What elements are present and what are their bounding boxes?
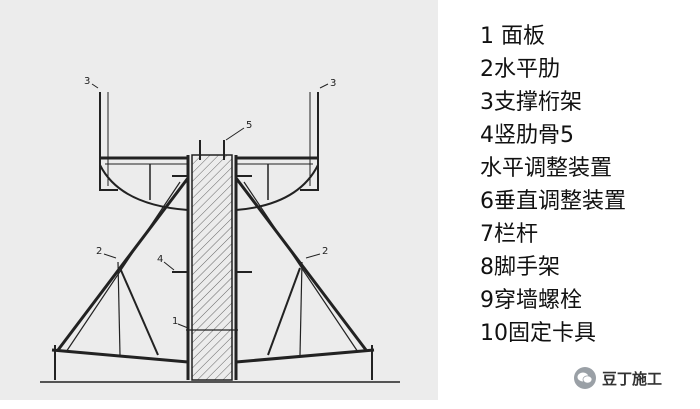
label-2-left: 2 [96, 246, 102, 257]
label-5: 5 [246, 120, 252, 131]
legend: 1 面板 2水平肋 3支撑桁架 4竖肋骨5 水平调整装置 6垂直调整装置 7栏杆… [480, 20, 700, 350]
bottom-beam-left [51, 348, 189, 364]
label-4: 4 [157, 254, 163, 265]
legend-line: 4竖肋骨5 [480, 123, 574, 148]
legend-line: 水平调整装置 [480, 156, 613, 181]
legend-line: 6垂直调整装置 [480, 189, 626, 214]
label-3-right: 3 [330, 78, 336, 89]
legend-line: 9穿墙螺栓 [480, 288, 582, 313]
strut-left-outer [56, 177, 190, 351]
watermark: 豆丁施工 [574, 364, 662, 392]
brace-curve-right [235, 164, 319, 211]
concrete-wall [191, 154, 233, 381]
railing-right [300, 92, 319, 191]
brace-curve-left [99, 164, 189, 211]
legend-line: 3支撑桁架 [480, 90, 582, 115]
bottom-beam-right [235, 348, 375, 364]
scaffold-diagram: 3 3 5 2 2 4 1 [0, 0, 438, 400]
legend-line: 7栏杆 [480, 222, 538, 247]
scaffold-drawing: 3 3 5 2 2 4 1 [40, 76, 400, 383]
wechat-icon [574, 367, 596, 389]
label-2-right: 2 [322, 246, 328, 257]
legend-line: 2水平肋 [480, 57, 560, 82]
strut-right-inner [243, 181, 359, 353]
legend-line: 1 面板 [480, 24, 545, 49]
label-3-left: 3 [84, 76, 90, 87]
legend-line: 8脚手架 [480, 255, 560, 280]
label-1: 1 [172, 316, 178, 327]
legend-line: 10固定卡具 [480, 321, 596, 346]
strut-left-inner [65, 181, 181, 353]
watermark-text: 豆丁施工 [602, 369, 663, 388]
railing-left [99, 92, 118, 191]
strut-right-outer [234, 177, 368, 351]
